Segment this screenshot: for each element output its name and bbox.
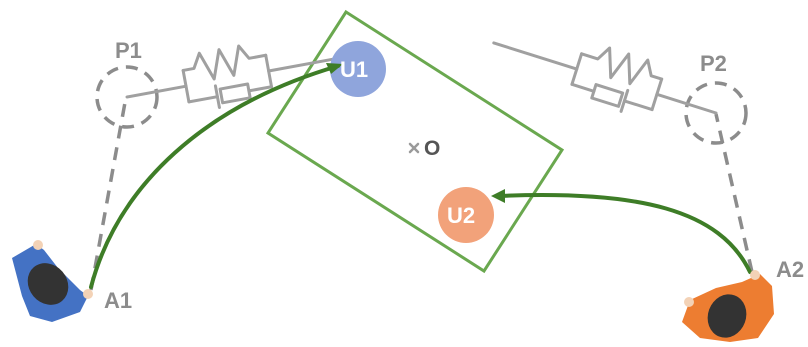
spring-damper-2-icon (492, 41, 718, 115)
agent2-path-arrowhead (491, 189, 505, 203)
agent1-path (89, 64, 340, 289)
u2-label: U2 (447, 203, 475, 228)
agent1-person-icon (12, 240, 93, 322)
p1-label: P1 (115, 38, 142, 63)
u2-circle (438, 187, 494, 243)
u1-label: U1 (340, 57, 368, 82)
p2-label: P2 (700, 51, 727, 76)
agent1-path-arrowhead (326, 63, 343, 74)
agent2-path (496, 192, 752, 274)
center-label: O (424, 137, 440, 160)
spring-damper-1-icon (125, 44, 340, 109)
object-rectangle (265, 9, 565, 274)
p1-circle (95, 65, 159, 129)
agent1-dashed-line (89, 96, 128, 291)
u1-circle (330, 41, 386, 97)
p2-circle (684, 81, 748, 145)
a2-label: A2 (776, 257, 804, 282)
agent2-person-icon (682, 270, 774, 342)
agent2-dashed-line (714, 113, 754, 273)
a1-label: A1 (104, 288, 132, 313)
center-cross-icon (408, 142, 420, 154)
